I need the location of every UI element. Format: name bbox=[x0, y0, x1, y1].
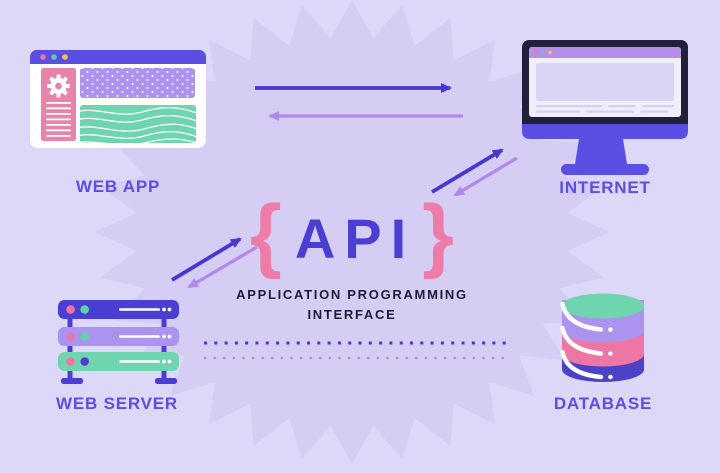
left-brace: { bbox=[249, 189, 282, 281]
gear-icon bbox=[47, 74, 70, 98]
window-dot-yellow bbox=[62, 54, 68, 60]
arrow-server-to-api-icon bbox=[171, 237, 242, 282]
api-subtitle: APPLICATION PROGRAMMING INTERFACE bbox=[152, 285, 552, 324]
db-top bbox=[562, 293, 644, 319]
monitor-stand-neck bbox=[575, 139, 627, 164]
window-dot-green bbox=[51, 54, 57, 60]
wavy-lines bbox=[80, 107, 196, 143]
db-highlights bbox=[560, 301, 604, 380]
browser-window-icon bbox=[30, 50, 206, 148]
screen-text-lines bbox=[536, 105, 674, 113]
arrow-api-to-internet-icon bbox=[431, 148, 504, 194]
screen-dot-yellow bbox=[548, 50, 552, 55]
screen-dot-pink bbox=[534, 50, 538, 55]
web-server-label: WEB SERVER bbox=[56, 394, 178, 413]
screen-dot-teal bbox=[541, 50, 545, 55]
sidebar-text-lines bbox=[46, 102, 71, 137]
arrow-internet-to-api-icon bbox=[453, 156, 518, 197]
monitor-stand-base bbox=[561, 164, 649, 175]
api-heading: { API } APPLICATION PROGRAMMING INTERFAC… bbox=[152, 189, 552, 324]
server-unit-middle bbox=[58, 327, 179, 346]
server-unit-top bbox=[58, 300, 179, 319]
api-title: API bbox=[294, 206, 416, 270]
server-rack-icon bbox=[58, 300, 179, 384]
window-dot-pink bbox=[40, 54, 46, 60]
arrow-api-to-server-icon bbox=[187, 245, 258, 289]
internet-label: INTERNET bbox=[559, 178, 651, 197]
desktop-monitor-icon bbox=[522, 40, 688, 175]
api-subtitle-line2: INTERFACE bbox=[307, 306, 397, 322]
right-brace: } bbox=[422, 189, 455, 281]
server-unit-bottom bbox=[58, 352, 179, 371]
web-app-label: WEB APP bbox=[75, 177, 161, 196]
database-cylinder-icon bbox=[560, 293, 644, 382]
api-subtitle-line1: APPLICATION PROGRAMMING bbox=[236, 287, 468, 302]
database-label: DATABASE bbox=[553, 394, 653, 413]
db-highlight-dots bbox=[608, 327, 613, 380]
